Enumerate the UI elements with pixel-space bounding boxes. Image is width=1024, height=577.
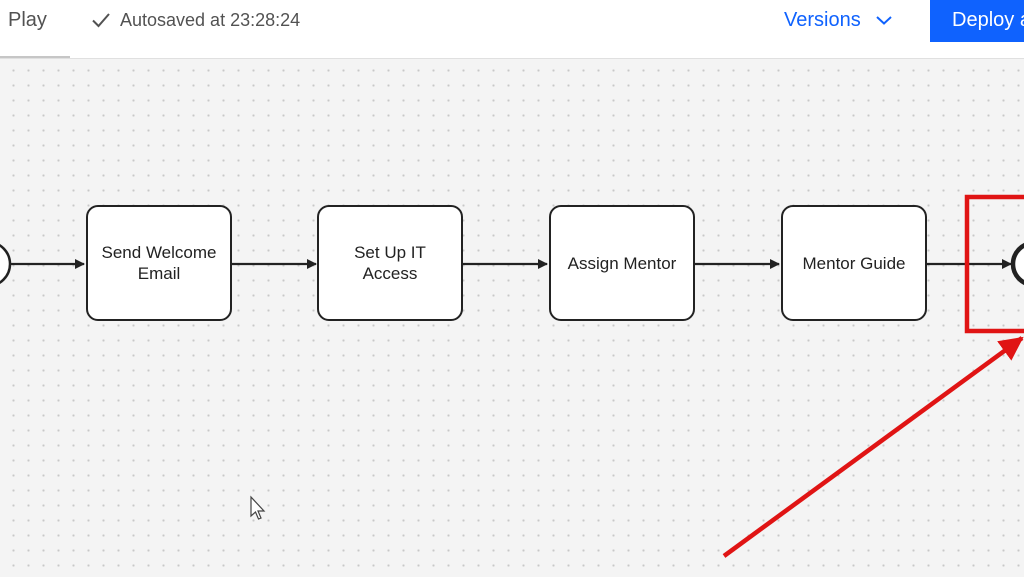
process-canvas[interactable]: Send Welcome Email Set Up IT Access Assi…	[0, 59, 1024, 577]
autosave-status: Autosaved at 23:28:24	[90, 8, 300, 32]
chevron-down-icon	[876, 16, 892, 25]
top-toolbar: Play Autosaved at 23:28:24 Versions Depl…	[0, 0, 1024, 59]
versions-dropdown[interactable]: Versions	[784, 6, 893, 34]
checkmark-icon	[92, 13, 110, 28]
task-label: Mentor Guide	[802, 253, 906, 273]
autosave-text: Autosaved at 23:28:24	[120, 9, 301, 30]
mouse-pointer-icon	[250, 495, 266, 520]
flow-connectors	[0, 194, 1024, 558]
versions-label: Versions	[784, 8, 861, 31]
task-mentor-guide[interactable]: Mentor Guide	[781, 205, 927, 321]
task-label: Assign Mentor	[567, 253, 677, 273]
task-assign-mentor[interactable]: Assign Mentor	[549, 205, 695, 321]
task-label: Send Welcome Email	[101, 243, 217, 283]
task-set-up-it-access[interactable]: Set Up IT Access	[317, 205, 463, 321]
task-send-welcome-email[interactable]: Send Welcome Email	[86, 205, 232, 321]
tab-play[interactable]: Play	[0, 0, 70, 58]
end-event[interactable]	[1010, 243, 1024, 285]
start-event[interactable]	[0, 242, 12, 286]
deploy-button[interactable]: Deploy a	[930, 0, 1024, 42]
annotation-arrow	[722, 336, 1024, 558]
task-label: Set Up IT Access	[354, 243, 426, 283]
highlight-box	[964, 194, 1024, 334]
